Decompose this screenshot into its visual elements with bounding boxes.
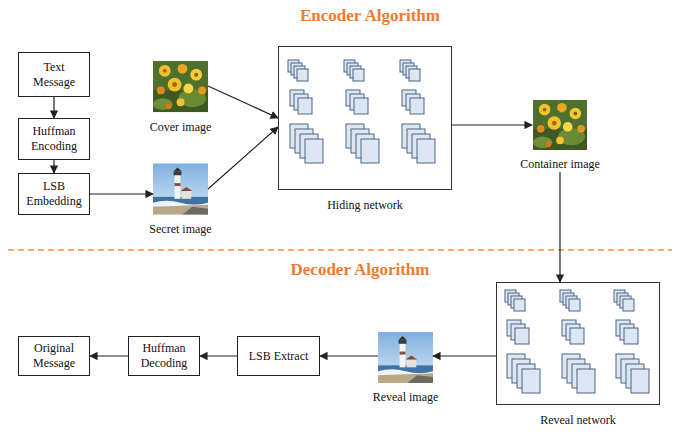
flow-arrow <box>559 172 560 282</box>
layer-stack <box>344 60 379 163</box>
flow-arrow <box>208 127 278 189</box>
section-title: Encoder Algorithm <box>297 6 443 26</box>
process-box: Huffman Decoding <box>128 336 200 376</box>
flow-arrow <box>208 86 278 118</box>
image-caption: Container image <box>520 157 600 172</box>
section-title: Decoder Algorithm <box>288 260 433 280</box>
process-box: Text Message <box>18 52 90 97</box>
flow-arrow <box>53 97 54 118</box>
section-divider <box>8 249 672 251</box>
flow-arrow <box>433 355 496 356</box>
flow-arrow <box>53 160 54 173</box>
layer-stack <box>400 60 435 163</box>
box-label: Text Message <box>24 60 84 90</box>
flow-arrow <box>320 355 378 356</box>
network-box: Hiding network <box>278 46 452 190</box>
flow-arrow <box>90 193 153 194</box>
process-box: Original Message <box>18 336 90 376</box>
box-label: Original Message <box>24 341 84 371</box>
process-box: Huffman Encoding <box>18 118 90 160</box>
network-caption: Hiding network <box>327 198 403 213</box>
image-caption: Secret image <box>149 222 211 237</box>
flow-arrow <box>452 124 532 125</box>
network-box: Reveal network <box>496 282 660 405</box>
box-label: Huffman Encoding <box>24 124 84 154</box>
flow-arrow <box>200 355 237 356</box>
process-box: LSB Embedding <box>18 173 90 215</box>
process-box: LSB Extract <box>237 336 320 376</box>
image-thumbnail: Container image <box>532 100 588 172</box>
image-caption: Cover image <box>150 120 212 135</box>
box-label: Huffman Decoding <box>134 341 194 371</box>
box-label: LSB Embedding <box>24 179 84 209</box>
layer-stack <box>614 290 649 393</box>
image-thumbnail: Reveal image <box>378 332 433 405</box>
reveal-picture <box>378 332 433 383</box>
image-caption: Reveal image <box>373 390 439 405</box>
layer-stack <box>505 290 540 393</box>
image-thumbnail: Secret image <box>153 163 208 237</box>
flow-arrow <box>90 355 128 356</box>
network-caption: Reveal network <box>540 413 616 428</box>
cover-picture <box>153 61 208 112</box>
image-thumbnail: Cover image <box>153 60 208 135</box>
layer-stack <box>560 290 595 393</box>
box-label: LSB Extract <box>249 349 309 364</box>
layer-stack <box>288 60 323 163</box>
container-picture <box>533 100 587 150</box>
secret-picture <box>153 163 208 214</box>
